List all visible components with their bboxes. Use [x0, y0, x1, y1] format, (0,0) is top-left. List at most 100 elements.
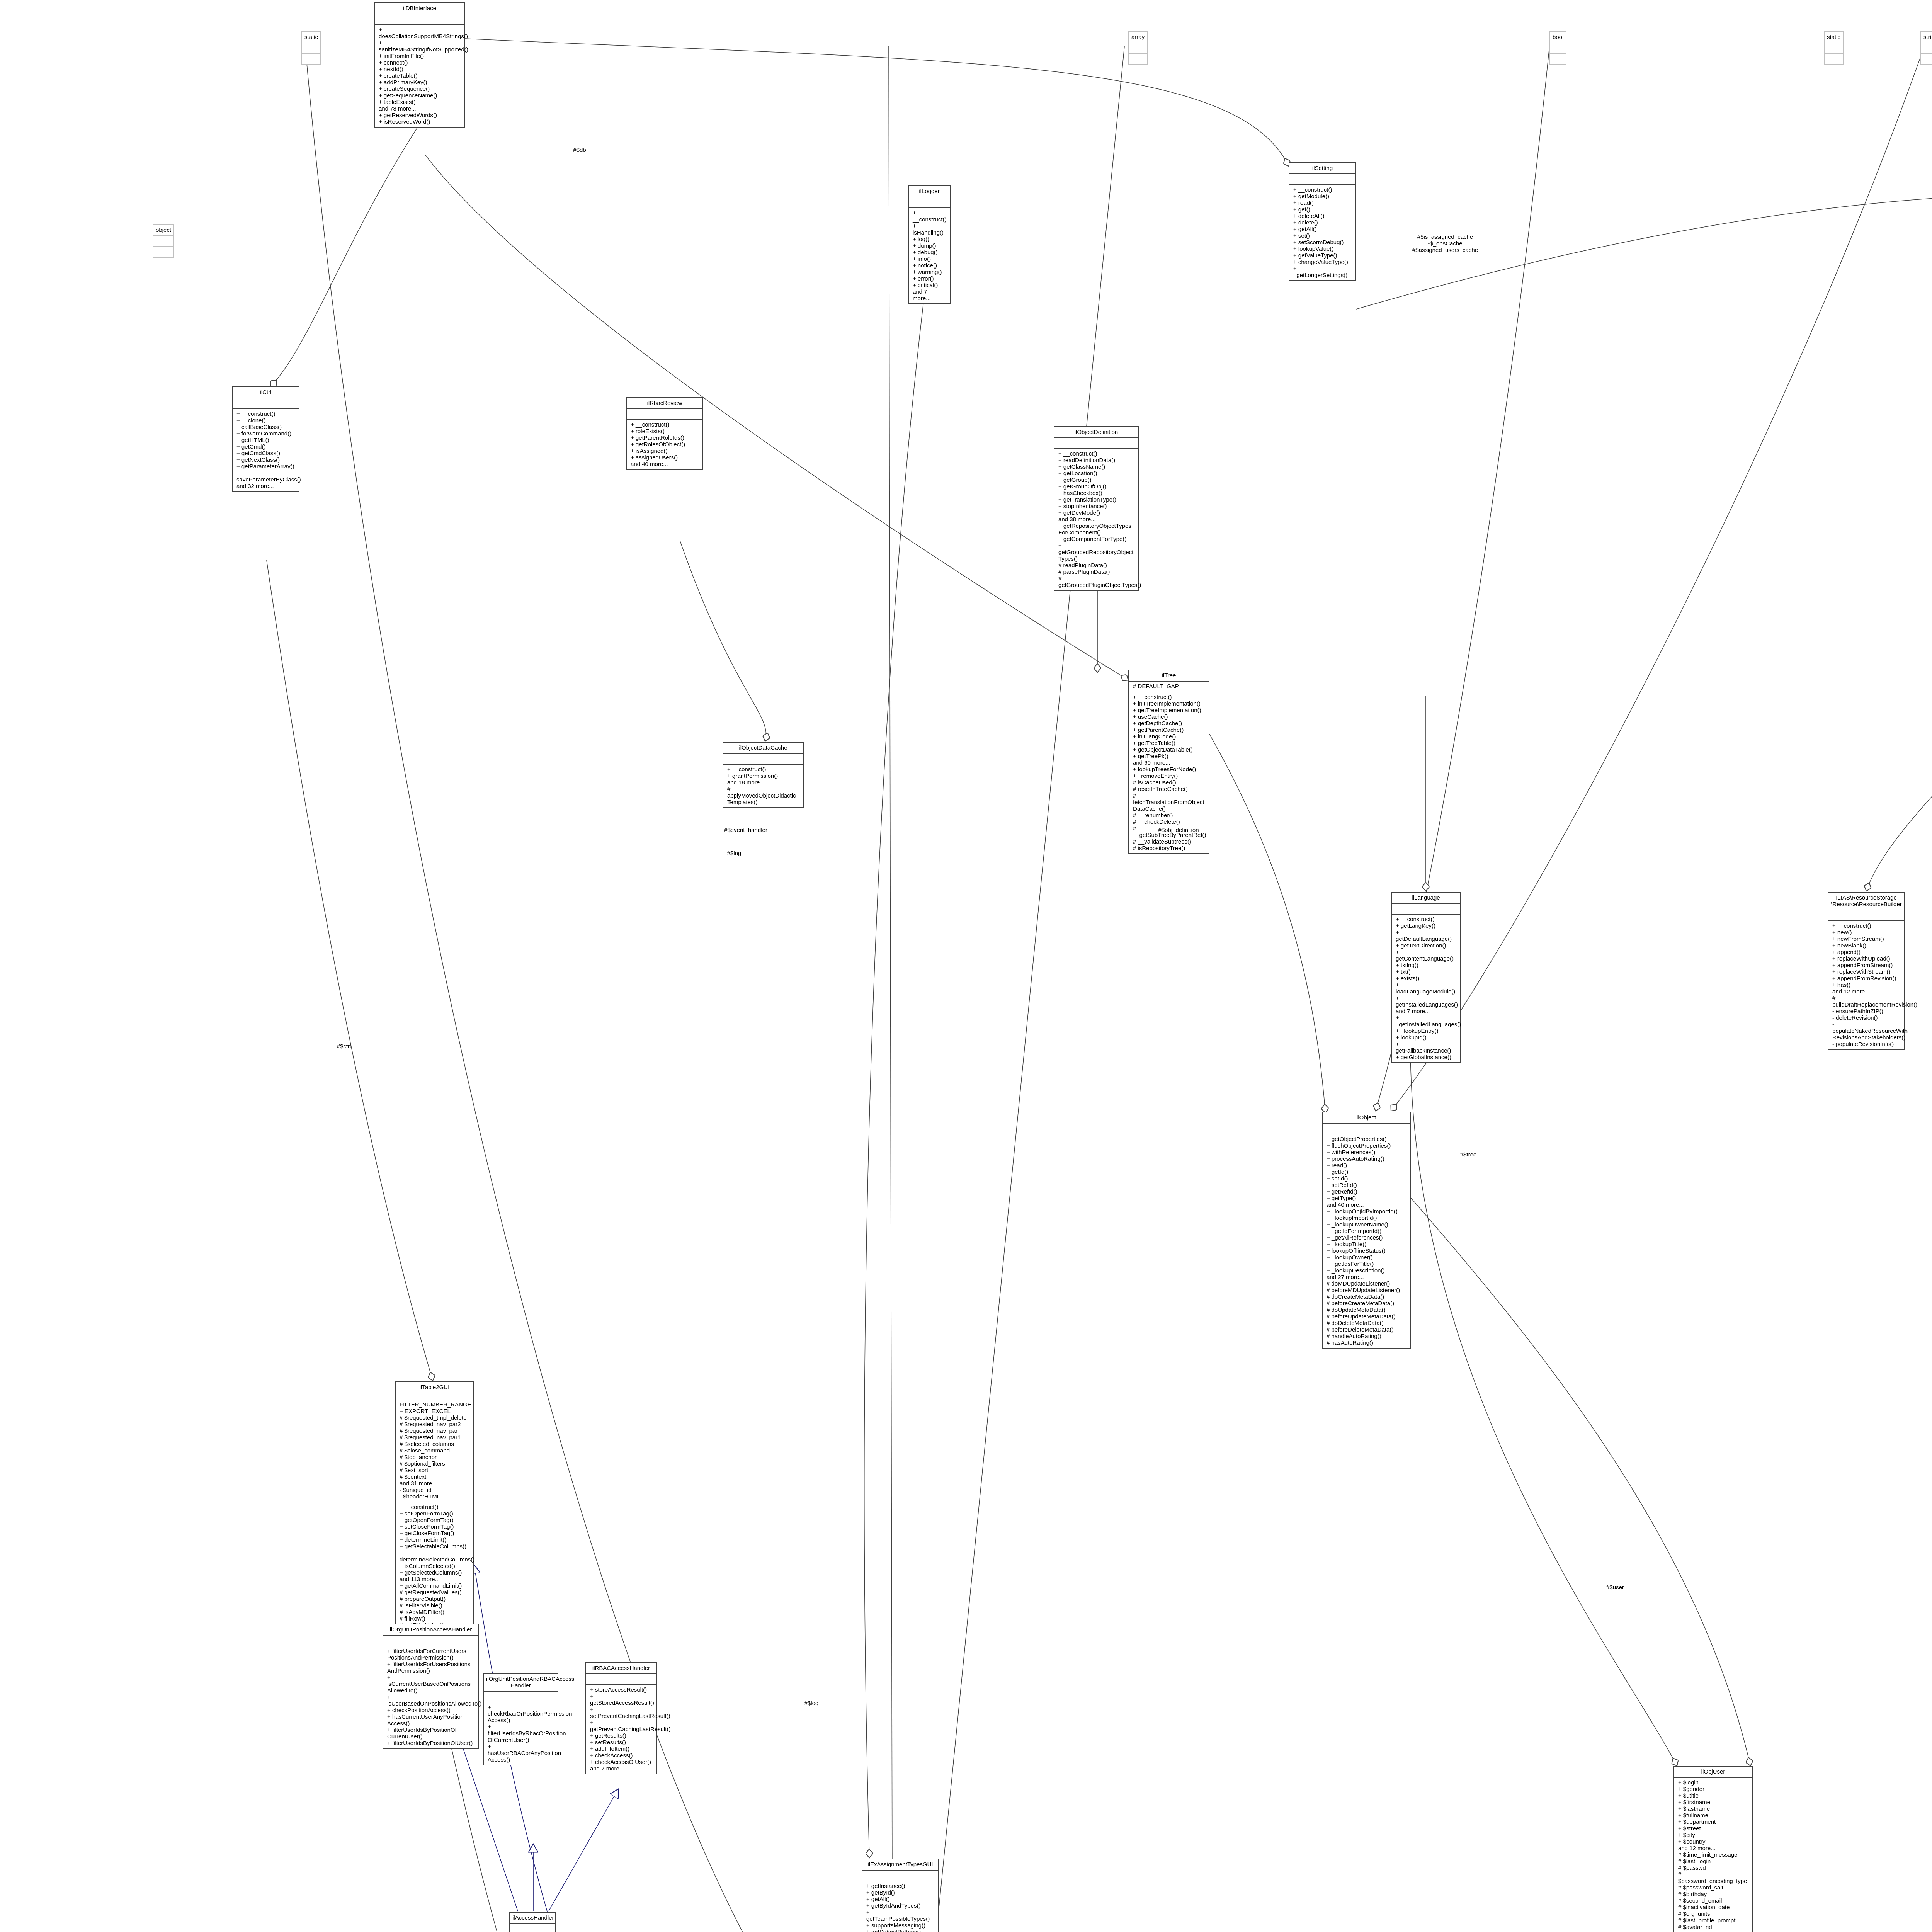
class-box-objdatacache[interactable]: ilObjectDataCache + __construct() + grant… — [723, 742, 804, 808]
class-box-dbinterface[interactable]: ilDBInterface + doesCollationSupportMB4St… — [374, 2, 468, 128]
external-type-node[interactable]: object — [153, 224, 175, 258]
class-name: ilObjectDataCache — [723, 743, 803, 754]
class-attributes — [233, 398, 299, 409]
class-name: ilOrgUnitPositionAndRBACAccess Handler — [484, 1674, 574, 1692]
class-attributes — [1392, 904, 1460, 915]
external-type-node[interactable]: string — [1920, 31, 1932, 65]
class-name: ilTable2GUI — [396, 1382, 473, 1393]
class-name: ilObjectDefinition — [1054, 427, 1138, 438]
class-attributes — [1054, 438, 1138, 449]
class-name: ilRbacReview — [627, 398, 702, 409]
external-type-node[interactable]: bool — [1549, 31, 1567, 65]
edge-label: #$obj_definition — [1158, 827, 1199, 833]
empty-section — [1129, 43, 1147, 54]
class-attributes — [862, 1871, 938, 1881]
class-name: ilRBACAccessHandler — [586, 1663, 656, 1674]
class-name: ilSetting — [1289, 163, 1355, 174]
empty-section — [1550, 43, 1566, 54]
class-name: ilObjUser — [1674, 1767, 1752, 1778]
class-attributes — [723, 754, 803, 765]
class-name: ilCtrl — [233, 387, 299, 398]
class-attributes: + $login + $gender + $utitle + $firstnam… — [1674, 1778, 1752, 1932]
class-name: ilAccessHandler — [510, 1913, 555, 1924]
class-name: ilExAssignmentTypesGUI — [862, 1859, 938, 1871]
class-attributes: # DEFAULT_GAP — [1129, 682, 1209, 692]
type-name: array — [1129, 32, 1147, 43]
empty-section — [1921, 43, 1932, 54]
type-name: string — [1921, 32, 1932, 43]
class-attributes — [1323, 1124, 1410, 1134]
class-box-objdef[interactable]: ilObjectDefinition+ __construct() + read… — [1054, 426, 1141, 591]
class-attributes — [1828, 910, 1904, 921]
class-attributes: + FILTER_NUMBER_RANGE + EXPORT_EXCEL # $… — [396, 1393, 473, 1502]
class-name: ilObject — [1323, 1112, 1410, 1124]
type-name: object — [153, 225, 174, 236]
class-attributes — [586, 1674, 656, 1685]
class-methods: + __construct() + __clone() + callBaseCl… — [236, 411, 301, 490]
external-type-node[interactable]: array — [1128, 31, 1148, 65]
class-box-accesshandler[interactable]: ilAccessHandler — [509, 1912, 556, 1932]
class-box-exassignmentgui[interactable]: ilExAssignmentTypesGUI + getInstance() + … — [862, 1859, 939, 1932]
class-name: ilLanguage — [1392, 893, 1460, 904]
external-type-node[interactable]: static — [1824, 31, 1844, 65]
class-box-objuser[interactable]: ilObjUser+ $login + $gender + $utitle + … — [1673, 1766, 1753, 1932]
class-box-orgunitrbac[interactable]: ilOrgUnitPositionAndRBACAccess Handler+ … — [483, 1673, 574, 1765]
class-box-ilctrl[interactable]: ilCtrl + __construct() + __clone() + call… — [232, 386, 301, 492]
class-attributes — [383, 1636, 478, 1646]
class-methods: + doesCollationSupportMB4Strings() + san… — [379, 27, 468, 125]
class-methods: + __construct() + initTreeImplementation… — [1133, 694, 1206, 852]
class-methods: + storeAccessResult() + getStoredAccessR… — [590, 1687, 671, 1772]
class-box-ilsetting[interactable]: ilSetting + __construct() + getModule() +… — [1289, 162, 1356, 281]
edge-label: #$db — [573, 147, 586, 153]
class-name: ilTree — [1129, 670, 1209, 682]
empty-section — [1550, 54, 1566, 64]
class-box-rbacaccess[interactable]: ilRBACAccessHandler + storeAccessResult()… — [585, 1662, 671, 1774]
class-attributes — [627, 409, 702, 420]
class-methods: + __construct() + getLangKey() + getDefa… — [1396, 916, 1461, 1061]
type-name: bool — [1550, 32, 1566, 43]
empty-section — [1921, 54, 1932, 64]
empty-section — [153, 236, 174, 247]
class-box-ilobject[interactable]: ilObject + getObjectProperties() + flushO… — [1322, 1112, 1411, 1349]
class-methods: + filterUserIdsForCurrentUsers Positions… — [387, 1648, 482, 1747]
class-box-iltree[interactable]: ilTree# DEFAULT_GAP + __construct() + ini… — [1128, 670, 1209, 854]
edge-label: #$log — [804, 1700, 819, 1707]
class-methods: + getInstance() + getById() + getAll() +… — [866, 1883, 930, 1932]
class-methods: + __construct() + roleExists() + getPare… — [631, 422, 685, 468]
empty-section — [1825, 43, 1843, 54]
edge-label: #$is_assigned_cache -$_opsCache #$assign… — [1412, 234, 1478, 253]
type-name: static — [1825, 32, 1843, 43]
class-methods: + __construct() + getModule() + read() +… — [1293, 187, 1348, 279]
class-box-illanguage[interactable]: ilLanguage + __construct() + getLangKey()… — [1391, 892, 1461, 1063]
empty-section — [302, 43, 321, 54]
class-attributes — [1289, 174, 1355, 185]
class-methods: + __construct() + new() + newFromStream(… — [1832, 923, 1918, 1048]
class-attributes — [510, 1924, 555, 1932]
empty-section — [153, 247, 173, 257]
class-attributes — [375, 14, 464, 25]
class-box-resbuilder[interactable]: ILIAS\ResourceStorage \Resource\Resource… — [1828, 892, 1918, 1050]
empty-section — [1129, 54, 1147, 64]
class-methods: + __construct() + isHandling() + log() +… — [913, 210, 947, 302]
type-name: static — [302, 32, 321, 43]
class-name: ilOrgUnitPositionAccessHandler — [383, 1624, 478, 1636]
empty-section — [302, 54, 320, 64]
edge-label: #$ctrl — [337, 1043, 351, 1050]
edge-label: #$user — [1606, 1584, 1624, 1591]
class-attributes — [484, 1692, 558, 1702]
edge-label: #$tree — [1460, 1151, 1477, 1158]
edge-label: #$lng — [727, 850, 742, 857]
class-methods: + __construct() + grantPermission() and … — [727, 766, 796, 806]
class-box-logger[interactable]: ilLogger + __construct() + isHandling() +… — [908, 185, 951, 304]
class-name: ilLogger — [909, 186, 950, 197]
class-box-orgunitpos[interactable]: ilOrgUnitPositionAccessHandler + filterUs… — [383, 1624, 482, 1749]
empty-section — [1825, 54, 1843, 64]
class-name: ilDBInterface — [375, 3, 464, 14]
external-type-node[interactable]: static — [301, 31, 321, 65]
class-methods: + getObjectProperties() + flushObjectPro… — [1327, 1136, 1400, 1346]
edge-label: #$event_handler — [724, 827, 767, 833]
class-name: ILIAS\ResourceStorage \Resource\Resource… — [1828, 893, 1904, 910]
class-box-rbacreview[interactable]: ilRbacReview + __construct() + roleExists… — [626, 397, 703, 470]
class-attributes — [909, 197, 950, 208]
